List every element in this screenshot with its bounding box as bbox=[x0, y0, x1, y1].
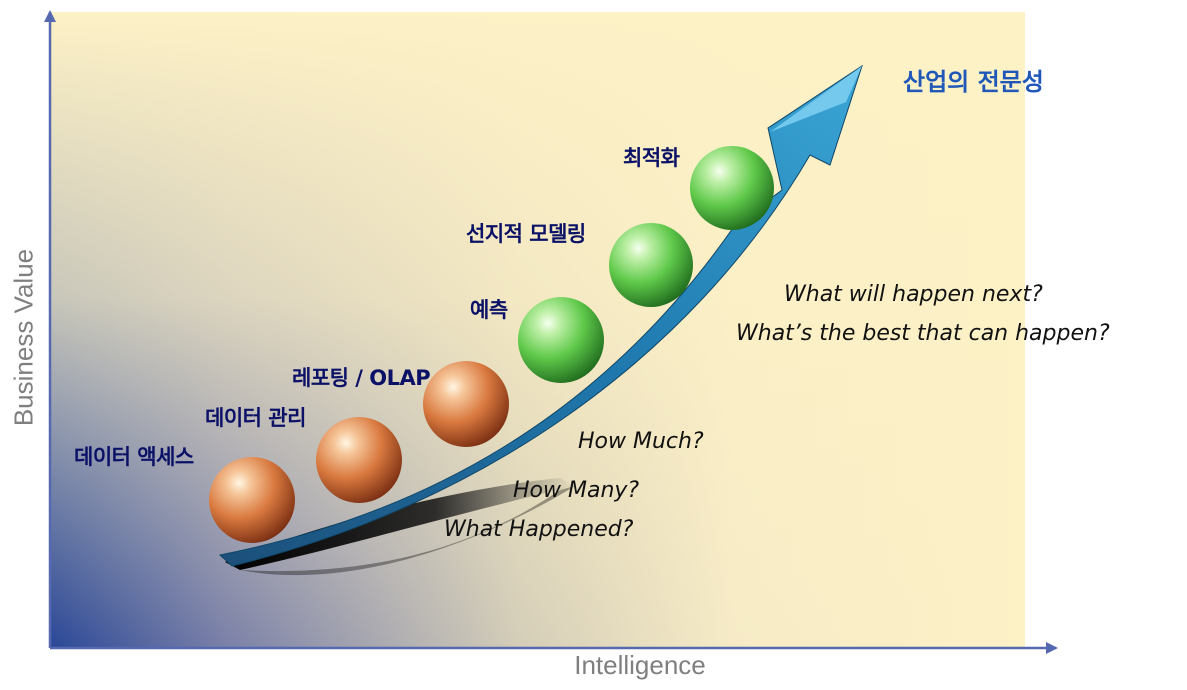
industry-expertise-label: 산업의 전문성 bbox=[903, 68, 1044, 96]
y-axis-label: Business Value bbox=[8, 248, 39, 427]
stage-label-optimization: 최적화 bbox=[623, 146, 680, 170]
orb-4 bbox=[518, 297, 604, 383]
orb-3 bbox=[423, 361, 509, 447]
stage-label-data-access: 데이터 액세스 bbox=[74, 445, 194, 469]
stage-label-predictive-modeling: 선지적 모델링 bbox=[466, 222, 586, 246]
question-what-next: What will happen next? bbox=[784, 282, 1043, 307]
orb-2 bbox=[316, 417, 402, 503]
question-how-much: How Much? bbox=[578, 429, 704, 454]
stage-label-prediction: 예측 bbox=[470, 298, 508, 322]
orb-6 bbox=[690, 146, 774, 230]
growth-arrow-highlight bbox=[770, 66, 862, 132]
question-best-outcome: What’s the best that can happen? bbox=[736, 321, 1110, 346]
question-what-happened: What Happened? bbox=[444, 517, 634, 542]
question-how-many: How Many? bbox=[513, 478, 640, 503]
orb-1 bbox=[209, 457, 295, 543]
x-axis-label: Intelligence bbox=[574, 650, 706, 680]
stage-label-reporting-olap: 레포팅 / OLAP bbox=[292, 366, 431, 390]
stage-label-data-management: 데이터 관리 bbox=[205, 406, 306, 430]
arrow-shadow-fade bbox=[240, 486, 575, 576]
orb-5 bbox=[609, 223, 693, 307]
arrow-shadow bbox=[225, 478, 575, 570]
